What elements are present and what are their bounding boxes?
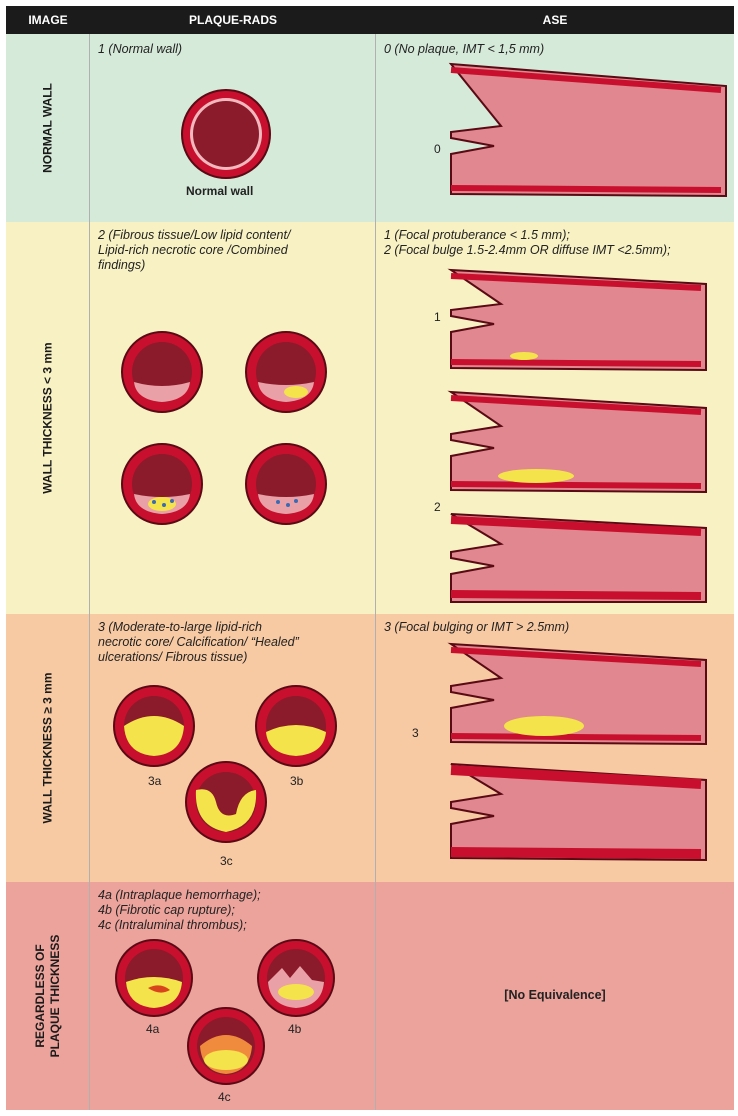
ase-vessel-3b [450, 763, 707, 862]
row4-image-label-line2: PLAQUE THICKNESS [48, 934, 62, 1058]
ase-vessel-1 [447, 268, 707, 372]
row1-ase-cell: 0 (No plaque, IMT < 1,5 mm) 0 [376, 34, 734, 222]
row3-plaque-rads-line3: ulcerations/ Fibrous tissue) [98, 650, 248, 664]
row-wall-ge-3mm: WALL THICKNESS ≥ 3 mm 3 (Moderate-to-lar… [6, 614, 734, 883]
row2-vessel-cross-sections [121, 331, 327, 525]
row3-plaque-rads-line1: 3 (Moderate-to-large lipid-rich [98, 620, 262, 634]
label-3a: 3a [148, 774, 162, 788]
ase-marker-1: 1 [434, 310, 441, 324]
row2-ase-line1: 1 (Focal protuberance < 1.5 mm); [384, 228, 570, 242]
row3-ase-text: 3 (Focal bulging or IMT > 2.5mm) [384, 620, 570, 634]
row2-ase-line2: 2 (Focal bulge 1.5-2.4mm OR diffuse IMT … [384, 243, 671, 257]
row-wall-lt-3mm: WALL THICKNESS < 3 mm 2 (Fibrous tissue/… [6, 222, 734, 615]
row3-ase-vessels [447, 642, 707, 862]
row1-image-cell: NORMAL WALL [6, 34, 90, 222]
row4-plaque-rads-line2: 4b (Fibrotic cap rupture); [98, 903, 235, 917]
vessel-low-lipid [245, 331, 327, 413]
row3-image-cell: WALL THICKNESS ≥ 3 mm [6, 614, 90, 882]
label-4c: 4c [218, 1090, 231, 1104]
row2-plaque-rads-line3: findings) [98, 258, 146, 272]
row4-ase-cell: [No Equivalence] [376, 882, 734, 1110]
ase-vessel-2a [447, 390, 707, 494]
vessel-4a [115, 939, 193, 1017]
row4-plaque-rads-line1: 4a (Intraplaque hemorrhage); [98, 888, 261, 902]
row2-ase-vessels [447, 268, 707, 603]
header-plaque-rads: PLAQUE-RADS [188, 13, 277, 27]
vessel-3b [255, 685, 337, 767]
row1-plaque-rads-cell: 1 (Normal wall) Normal wall [90, 34, 376, 222]
label-4a: 4a [146, 1022, 160, 1036]
row-normal-wall: NORMAL WALL 1 (Normal wall) Normal wall … [6, 34, 734, 223]
ase-vessel-3a [447, 642, 707, 746]
row4-plaque-rads-cell: 4a (Intraplaque hemorrhage); 4b (Fibroti… [90, 882, 376, 1110]
no-equivalence: [No Equivalence] [504, 988, 606, 1002]
label-3b: 3b [290, 774, 304, 788]
row2-image-label: WALL THICKNESS < 3 mm [40, 342, 55, 494]
ase-vessel-2b [450, 513, 707, 603]
ase-normal-vessel [448, 62, 727, 198]
row2-image-cell: WALL THICKNESS < 3 mm [6, 222, 90, 614]
row1-plaque-rads-text: 1 (Normal wall) [98, 42, 183, 56]
row1-image-label: NORMAL WALL [40, 83, 55, 173]
row4-vessel-cross-sections [115, 939, 335, 1085]
vessel-3c [185, 761, 267, 843]
row3-plaque-rads-line2: necrotic core/ Calcification/ “Healed” [98, 635, 299, 649]
ase-marker-2: 2 [434, 500, 441, 514]
normal-vessel-cross-section [181, 89, 271, 179]
vessel-fibrous [121, 331, 203, 413]
row4-plaque-rads-line3: 4c (Intraluminal thrombus); [98, 918, 247, 932]
vessel-3a [113, 685, 195, 767]
row3-image-label: WALL THICKNESS ≥ 3 mm [40, 672, 55, 824]
table-header: IMAGE PLAQUE-RADS ASE [6, 6, 734, 34]
row4-image-label-line1: REGARDLESS OF [33, 944, 47, 1048]
row2-plaque-rads-line2: Lipid-rich necrotic core /Combined [98, 243, 288, 257]
header-ase: ASE [542, 13, 568, 27]
vessel-necrotic-core [121, 443, 203, 525]
label-4b: 4b [288, 1022, 302, 1036]
figure: IMAGE PLAQUE-RADS ASE NORMAL WALL 1 (Nor… [6, 6, 734, 1110]
normal-wall-label: Normal wall [186, 184, 254, 198]
ase-marker-0: 0 [434, 142, 441, 156]
vessel-combined [245, 443, 327, 525]
row2-plaque-rads-cell: 2 (Fibrous tissue/Low lipid content/ Lip… [90, 222, 376, 614]
ase-marker-3: 3 [412, 726, 419, 740]
row3-vessel-cross-sections [113, 685, 337, 843]
vessel-4c [187, 1007, 265, 1085]
row2-ase-cell: 1 (Focal protuberance < 1.5 mm); 2 (Foca… [376, 222, 734, 614]
row3-plaque-rads-cell: 3 (Moderate-to-large lipid-rich necrotic… [90, 614, 376, 882]
row1-ase-text: 0 (No plaque, IMT < 1,5 mm) [384, 42, 545, 56]
header-image: IMAGE [28, 13, 68, 27]
row2-plaque-rads-line1: 2 (Fibrous tissue/Low lipid content/ [98, 228, 291, 242]
vessel-4b [257, 939, 335, 1017]
label-3c: 3c [220, 854, 233, 868]
row3-ase-cell: 3 (Focal bulging or IMT > 2.5mm) 3 [376, 614, 734, 882]
